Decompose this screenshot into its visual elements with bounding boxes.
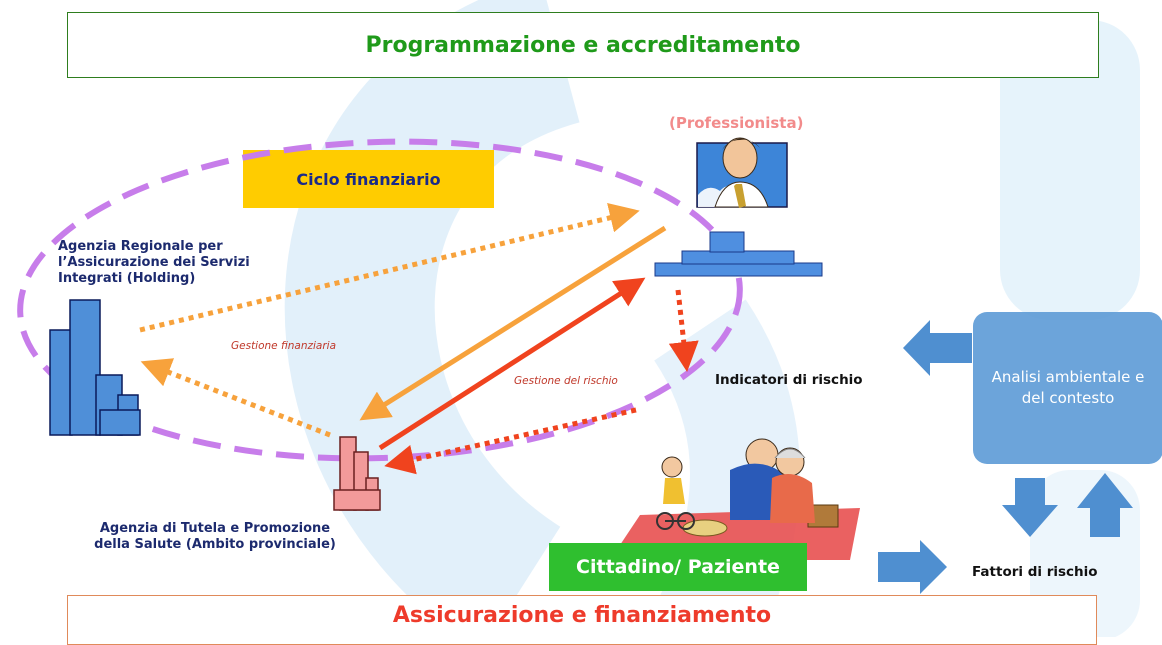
blue-buildings-icon (49, 299, 141, 436)
arrow-fattori-to-analisi (1077, 473, 1133, 537)
analisi-ambientale-label: Analisi ambientale e del contesto (991, 368, 1145, 407)
family-picnic-icon (610, 438, 860, 560)
arrow-tutela-to-professionista (378, 277, 646, 451)
cittadino-paziente-label: Cittadino/ Paziente (576, 556, 780, 578)
arrow-analisi-to-indicatori (903, 320, 972, 376)
professionista-label: (Professionista) (669, 114, 804, 132)
cittadino-paziente-box: Cittadino/ Paziente (549, 543, 807, 591)
podium-icon (654, 231, 823, 277)
businessman-icon (696, 137, 788, 208)
agenzia-regionale-label: Agenzia Regionale per l’Assicurazione de… (58, 239, 250, 286)
arrow-indicatori-to-tutela (384, 407, 637, 475)
gestione-finanziaria-label: Gestione finanziaria (231, 340, 337, 352)
arrow-podium-to-indicatori (668, 289, 699, 372)
arrow-analisi-to-fattori (1002, 478, 1058, 537)
arrow-holding-to-professionista (139, 203, 640, 333)
ciclo-finanziario-label: Ciclo finanziario (296, 169, 441, 189)
gestione-rischio-label: Gestione del rischio (514, 375, 618, 387)
ciclo-finanziario-box: Ciclo finanziario (243, 150, 494, 208)
arrow-tutela-to-holding (140, 358, 331, 438)
assicurazione-box: Assicurazione e finanziamento (67, 595, 1097, 645)
arrow-cittadino-to-fattori (878, 540, 947, 594)
arrow-professionista-to-tutela (359, 225, 667, 421)
agenzia-tutela-label: Agenzia di Tutela e Promozione della Sal… (94, 521, 336, 552)
programmazione-label: Programmazione e accreditamento (365, 32, 801, 58)
analisi-ambientale-box: Analisi ambientale e del contesto (973, 312, 1162, 464)
assicurazione-label: Assicurazione e finanziamento (392, 603, 772, 628)
fattori-rischio-label: Fattori di rischio (972, 564, 1098, 580)
programmazione-box: Programmazione e accreditamento (67, 12, 1099, 78)
indicatori-rischio-label: Indicatori di rischio (715, 372, 863, 388)
pink-buildings-icon (333, 436, 381, 511)
